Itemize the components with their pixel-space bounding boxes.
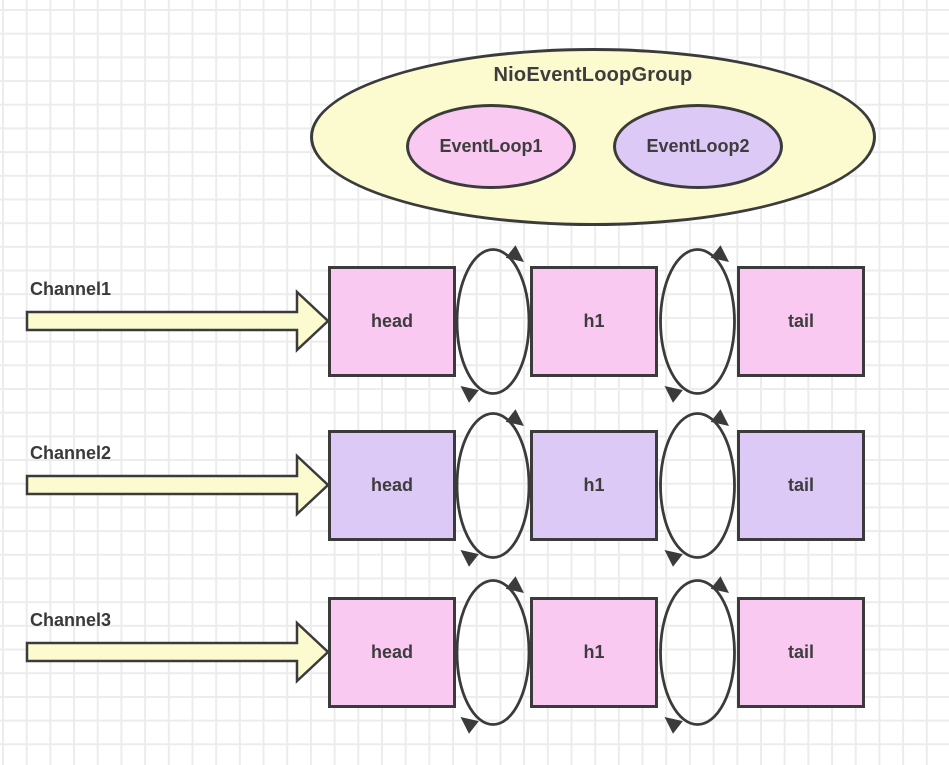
channel-3-node-tail: tail xyxy=(737,597,865,708)
node-label: h1 xyxy=(583,475,605,495)
arrowhead-backward-icon xyxy=(664,717,683,734)
arrowhead-backward-icon xyxy=(460,386,479,403)
node-label: tail xyxy=(787,475,814,495)
cycle-ellipse xyxy=(455,412,531,559)
channel-1-node-h1: h1 xyxy=(530,266,658,377)
arrowhead-forward-icon xyxy=(710,409,729,426)
cycle-arrow-head-h1-icon xyxy=(455,576,531,734)
channel-2-node-tail: tail xyxy=(737,430,865,541)
cycle-arrow-head-h1-icon xyxy=(455,245,531,403)
event-loop-1-ellipse: EventLoop1 xyxy=(406,104,576,189)
arrowhead-forward-icon xyxy=(710,576,729,593)
arrow-shape xyxy=(25,620,330,684)
node-label: tail xyxy=(787,642,814,662)
cycle-arrow-h1-tail-icon xyxy=(659,409,736,567)
channel-2-node-h1: h1 xyxy=(530,430,658,541)
nio-event-loop-group-ellipse: NioEventLoopGroup EventLoop1 EventLoop2 xyxy=(310,48,876,226)
cycle-ellipse xyxy=(455,579,531,726)
channel-2-node-head: head xyxy=(328,430,456,541)
channel-1-row: Channel1 head h1 tail xyxy=(0,245,949,403)
cycle-arrow-head-h1-icon xyxy=(455,409,531,567)
arrowhead-backward-icon xyxy=(664,550,683,567)
arrowhead-forward-icon xyxy=(505,245,524,262)
cycle-ellipse xyxy=(659,248,736,395)
channel-2-label: Channel2 xyxy=(30,443,112,463)
event-loop-2-label: EventLoop2 xyxy=(646,136,750,156)
arrowhead-forward-icon xyxy=(505,576,524,593)
event-loop-1-label: EventLoop1 xyxy=(439,136,543,156)
cycle-ellipse xyxy=(659,412,736,559)
node-label: head xyxy=(370,311,413,331)
node-label: head xyxy=(370,475,413,495)
channel-1-label: Channel1 xyxy=(30,279,112,299)
arrowhead-backward-icon xyxy=(460,550,479,567)
channel-3-node-head: head xyxy=(328,597,456,708)
channel-3-node-h1: h1 xyxy=(530,597,658,708)
arrowhead-backward-icon xyxy=(664,386,683,403)
arrowhead-backward-icon xyxy=(460,717,479,734)
channel-3-row: Channel3 head h1 tail xyxy=(0,576,949,734)
channel-1-node-tail: tail xyxy=(737,266,865,377)
arrowhead-forward-icon xyxy=(505,409,524,426)
event-loop-2-ellipse: EventLoop2 xyxy=(613,104,783,189)
node-label: h1 xyxy=(583,642,605,662)
channel-3-label: Channel3 xyxy=(30,610,112,630)
cycle-ellipse xyxy=(659,579,736,726)
arrowhead-forward-icon xyxy=(710,245,729,262)
channel-2-row: Channel2 head h1 tail xyxy=(0,409,949,567)
channel-1-node-head: head xyxy=(328,266,456,377)
cycle-arrow-h1-tail-icon xyxy=(659,576,736,734)
arrow-shape xyxy=(25,289,330,353)
channel-2-inbound-arrow-icon xyxy=(25,453,330,517)
cycle-arrow-h1-tail-icon xyxy=(659,245,736,403)
node-label: h1 xyxy=(583,311,605,331)
group-title: NioEventLoopGroup xyxy=(493,64,693,86)
node-label: head xyxy=(370,642,413,662)
node-label: tail xyxy=(787,311,814,331)
channel-1-inbound-arrow-icon xyxy=(25,289,330,353)
cycle-ellipse xyxy=(455,248,531,395)
channel-3-inbound-arrow-icon xyxy=(25,620,330,684)
arrow-shape xyxy=(25,453,330,517)
